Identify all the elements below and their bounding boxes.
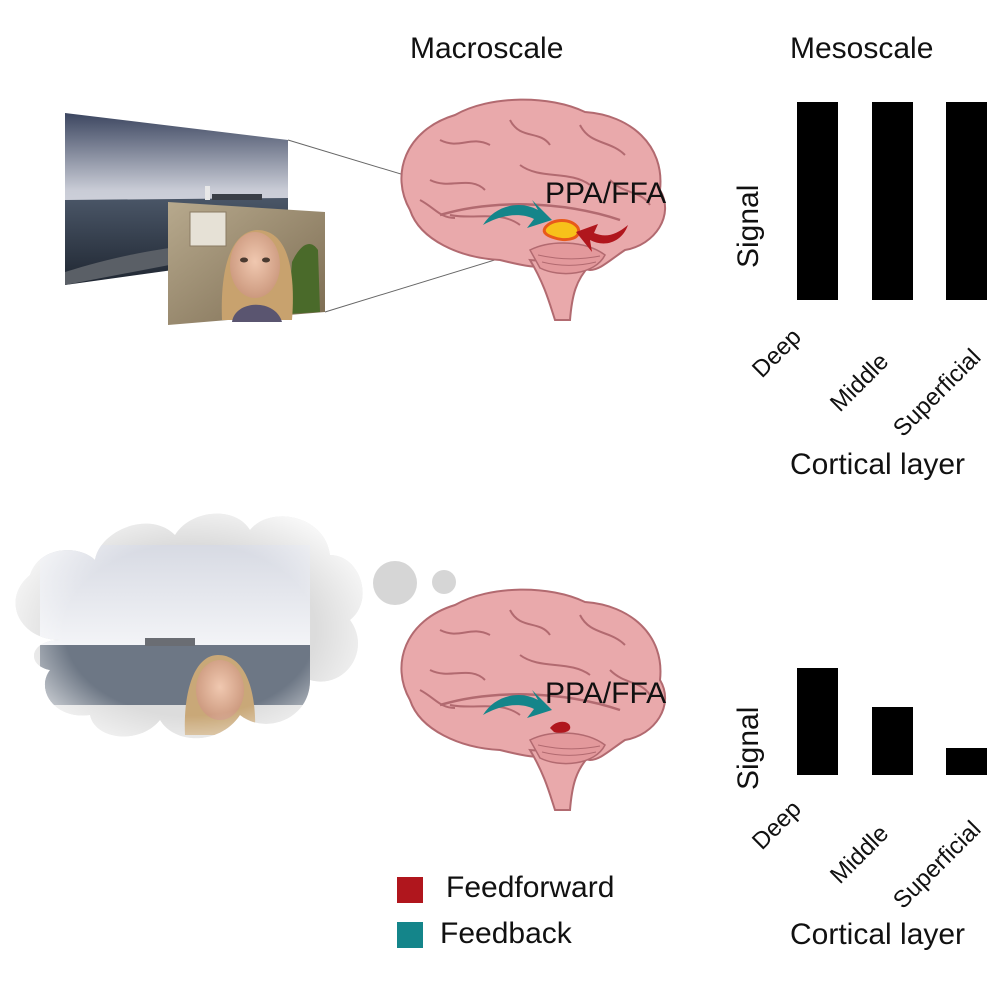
mesoscale-header: Mesoscale [790,32,934,65]
legend-label-feedforward: Feedforward [446,871,615,904]
bar-deep-1 [797,102,838,300]
brain-region-label-bottom: PPA/FFA [545,677,667,710]
legend-swatch-feedback [397,922,423,948]
x-axis-label-1: Cortical layer [790,448,966,481]
brain-perception [400,98,666,321]
macroscale-header: Macroscale [410,32,564,65]
x-axis-label-2: Cortical layer [790,918,966,951]
bar-deep-2 [797,668,838,775]
tick-label-superficial-2: Superficial [888,815,987,915]
y-axis-label-1: Signal [732,184,765,268]
legend-swatch-feedforward [397,877,423,903]
tick-label-deep-1: Deep [747,323,807,384]
bar-middle-2 [872,707,913,775]
tick-label-middle-2: Middle [825,820,895,890]
tick-label-middle-1: Middle [825,348,895,418]
legend-label-feedback: Feedback [440,917,572,950]
bar-middle-1 [872,102,913,300]
stimulus-illustrations [15,113,561,739]
tick-label-deep-2: Deep [747,795,807,856]
y-axis-label-2: Signal [732,706,765,790]
thought-cloud [15,513,456,739]
bar-superficial-1 [946,102,987,300]
brain-imagery [400,588,666,811]
face-photo [168,202,325,325]
tick-label-superficial-1: Superficial [888,343,987,443]
bar-superficial-2 [946,747,987,775]
brain-region-label-top: PPA/FFA [545,177,667,210]
